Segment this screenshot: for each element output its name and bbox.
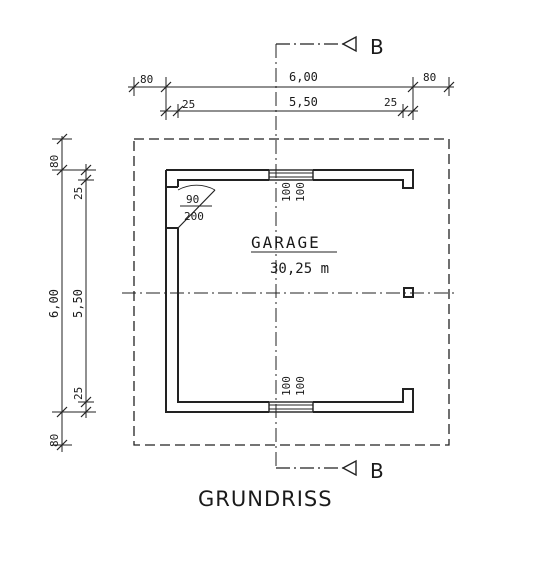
drawing-title: GRUNDRISS [198,487,333,511]
window-bottom-label-1: 100 [280,376,293,396]
dimension-top: 80 6,00 80 25 5,50 25 [128,70,455,120]
dimension-left: 80 6,00 80 25 5,50 25 [47,133,96,452]
drain-marker-icon [403,287,414,298]
dim-left-inner-middle: 5,50 [71,289,85,318]
garage-walls [165,169,414,413]
room-area: 30,25 m [270,261,329,277]
section-line-b: B B [275,35,384,483]
section-arrow-bottom-icon [341,459,357,477]
room-name: GARAGE [251,233,321,252]
dim-left-outer-top: 80 [48,155,61,168]
section-label-top: B [370,35,384,59]
section-arrow-top-icon [341,35,357,53]
dim-top-outer-middle: 6,00 [289,70,318,84]
dim-left-outer-bottom: 80 [48,434,61,447]
door-width-label: 90 [186,193,199,206]
dim-top-inner-left: 25 [182,98,195,111]
window-bottom [268,401,314,413]
window-top [268,169,314,181]
foundation-outline [133,138,450,446]
dim-top-outer-left: 80 [140,73,153,86]
dim-top-inner-middle: 5,50 [289,95,318,109]
dim-top-inner-right: 25 [384,96,397,109]
window-top-label-1: 100 [280,182,293,202]
dim-left-inner-bottom: 25 [72,387,85,400]
dim-left-inner-top: 25 [72,187,85,200]
window-top-label-2: 100 [294,182,307,202]
door-height-label: 200 [184,210,204,223]
dim-top-outer-right: 80 [423,71,436,84]
section-label-bottom: B [370,459,384,483]
window-bottom-label-2: 100 [294,376,307,396]
dim-left-outer-middle: 6,00 [47,289,61,318]
door-swing: 90 200 [177,184,216,229]
